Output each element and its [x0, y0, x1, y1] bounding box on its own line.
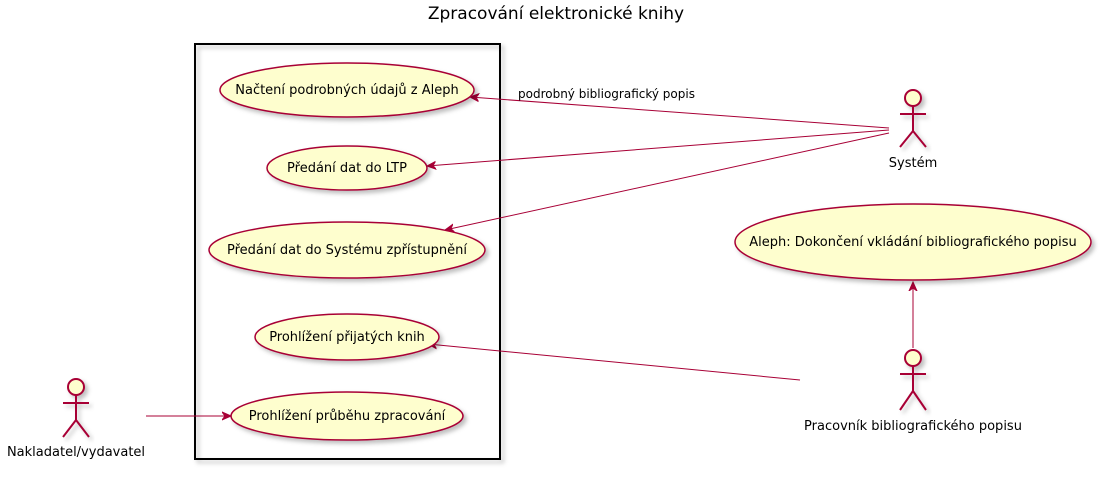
diagram-title: Zpracování elektronické knihy — [428, 4, 684, 24]
actor-leg-right — [912, 130, 927, 148]
actor-leg-right — [75, 419, 90, 438]
actor-label-publisher: Nakladatel/vydavatel — [7, 445, 145, 460]
use-case-label: Předání dat do Systému zpřístupnění — [227, 243, 467, 258]
use-case-ellipse — [734, 203, 1092, 281]
actor-system — [899, 89, 927, 148]
actor-head — [904, 89, 922, 107]
actor-leg-left — [899, 130, 914, 148]
edge-system-aleph-details — [470, 97, 890, 129]
use-case-label: Načtení podrobných údajů z Aleph — [235, 83, 458, 98]
use-case-ellipse — [254, 313, 440, 361]
use-case-received-books: Prohlížení přijatých knih — [254, 313, 440, 361]
use-case-label: Aleph: Dokončení vkládání bibliografické… — [749, 235, 1077, 250]
edges — [146, 97, 913, 416]
use-case-aleph-details: Načtení podrobných údajů z Aleph — [219, 62, 475, 118]
use-case-processing-progress: Prohlížení průběhu zpracování — [230, 391, 464, 441]
actor-label-cataloger: Pracovník bibliografického popisu — [804, 419, 1022, 434]
actor-cataloger — [899, 349, 927, 411]
actor-publisher — [62, 378, 90, 438]
system-boundary — [194, 43, 501, 460]
edge-cataloger-received-books — [428, 344, 801, 381]
edge-label-aleph: podrobný bibliografický popis — [518, 87, 695, 101]
edge-system-ltp — [427, 129, 890, 166]
use-case-label: Prohlížení přijatých knih — [269, 330, 425, 345]
actor-head — [904, 349, 922, 367]
use-case-ellipse — [219, 62, 475, 118]
use-case-ltp: Předání dat do LTP — [266, 145, 428, 191]
use-case-access-system: Předání dat do Systému zpřístupnění — [208, 221, 486, 279]
actor-leg-right — [912, 390, 927, 411]
actor-label-system: Systém — [889, 156, 937, 171]
use-case-ellipse — [266, 145, 428, 191]
use-case-ellipse — [230, 391, 464, 441]
edge-system-access-system — [445, 132, 890, 230]
use-case-label: Prohlížení průběhu zpracování — [249, 409, 446, 424]
use-case-label: Předání dat do LTP — [287, 161, 407, 176]
use-case-ellipse — [208, 221, 486, 279]
actor-leg-left — [62, 419, 77, 438]
actor-head — [67, 378, 85, 396]
actor-leg-left — [899, 390, 914, 411]
use-case-aleph-finish: Aleph: Dokončení vkládání bibliografické… — [734, 203, 1092, 281]
